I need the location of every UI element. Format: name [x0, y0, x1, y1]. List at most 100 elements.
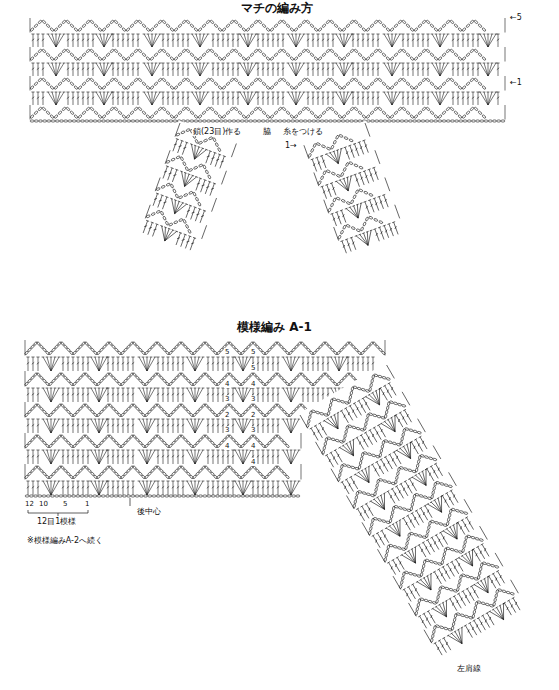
chain-stitch [278, 107, 282, 111]
chain-stitch [441, 586, 445, 589]
chain-stitch [102, 56, 106, 60]
chain-stitch [413, 430, 417, 433]
chain-stitch [410, 27, 414, 31]
chain-stitch [166, 82, 170, 86]
chain-stitch [416, 607, 419, 611]
chain-stitch [390, 514, 393, 518]
chain-stitch [464, 540, 467, 544]
chain-stitch [166, 160, 171, 164]
chain-stitch [342, 85, 346, 89]
chain-stitch [72, 120, 76, 122]
chain-stitch [430, 82, 434, 86]
chain-stitch [262, 495, 266, 497]
chain-stitch [318, 27, 322, 31]
chain-stitch [266, 85, 270, 89]
chain-stitch [463, 120, 467, 122]
chain-stitch [444, 548, 447, 552]
chain-stitch [501, 120, 505, 122]
chain-stitch [418, 599, 421, 603]
chain-stitch [203, 139, 208, 143]
chain-stitch [343, 225, 347, 230]
chain-stitch [401, 576, 404, 580]
chain-stitch [308, 415, 311, 419]
chain-stitch [484, 120, 488, 122]
chain-stitch [62, 49, 66, 53]
chain-stitch [447, 517, 450, 521]
chain-stitch [82, 53, 86, 57]
chain-stitch [310, 82, 314, 86]
chain-stitch [366, 114, 370, 118]
chain-stitch [405, 427, 409, 430]
chain-stitch [261, 120, 265, 122]
chain-stitch [449, 588, 453, 591]
chain-stitch [232, 495, 236, 497]
chain-stitch [376, 483, 379, 487]
chain-stitch [58, 53, 62, 57]
chain-stitch [378, 49, 382, 53]
chain-stitch [474, 606, 477, 610]
chain-stitch [362, 114, 366, 118]
chain-stitch [382, 376, 386, 379]
chain-stitch [222, 56, 226, 60]
chain-stitch [30, 114, 34, 118]
chain-stitch [135, 495, 139, 497]
chain-stitch [446, 20, 450, 24]
chain-stitch [427, 525, 430, 529]
chain-stitch [215, 142, 219, 147]
chain-stitch [345, 162, 349, 167]
chain-stitch [234, 49, 238, 53]
chain-stitch [379, 120, 383, 122]
chain-stitch [160, 211, 164, 216]
chain-stitch [169, 120, 173, 122]
chain-stitch [74, 56, 78, 60]
chain-stitch [457, 583, 460, 587]
chain-stitch [359, 461, 362, 465]
chain-stitch [161, 495, 165, 497]
chain-stitch [446, 107, 450, 111]
chain-stitch [158, 107, 162, 111]
chain-stitch [228, 495, 232, 497]
chain-stitch [254, 49, 258, 53]
chain-stitch [340, 464, 343, 468]
chain-stitch [458, 56, 462, 60]
chain-stitch [346, 24, 350, 28]
chain-stitch [169, 495, 173, 497]
chain-stitch [495, 594, 498, 598]
chain-stitch [371, 379, 374, 383]
chain-stitch [330, 145, 334, 150]
chain-stitch [387, 401, 390, 405]
chain-stitch [334, 82, 338, 86]
chain-stitch [350, 391, 353, 395]
chain-stitch [185, 224, 189, 229]
chain-stitch [374, 78, 378, 82]
chain-stitch [30, 56, 34, 60]
chain-stitch [218, 85, 222, 89]
chain-stitch [330, 399, 333, 403]
chain-stitch [418, 53, 422, 57]
chain-stitch [421, 120, 425, 122]
chain-stitch [390, 56, 394, 60]
chain-stitch [306, 423, 309, 427]
chain-stitch [210, 107, 214, 111]
chain-stitch [262, 24, 266, 28]
chain-stitch [198, 27, 202, 31]
chain-stitch [123, 120, 127, 122]
chain-stitch [477, 575, 480, 579]
chain-stitch [138, 49, 142, 53]
chain-stitch [178, 111, 182, 115]
chain-stitch [496, 589, 499, 593]
chain-stitch [466, 82, 470, 86]
chain-stitch [382, 111, 386, 115]
chain-stitch [346, 53, 350, 57]
chain-stitch [410, 56, 414, 60]
chain-stitch [142, 53, 146, 57]
chain-stitch [396, 120, 400, 122]
chain-stitch [438, 56, 442, 60]
row-marker: 1→ [284, 141, 298, 150]
chain-stitch [122, 85, 126, 89]
chain-stitch [285, 444, 289, 448]
chain-stitch [190, 82, 194, 86]
chain-stitch [404, 571, 408, 574]
chain-stitch [375, 488, 378, 492]
chain-stitch [130, 24, 134, 28]
